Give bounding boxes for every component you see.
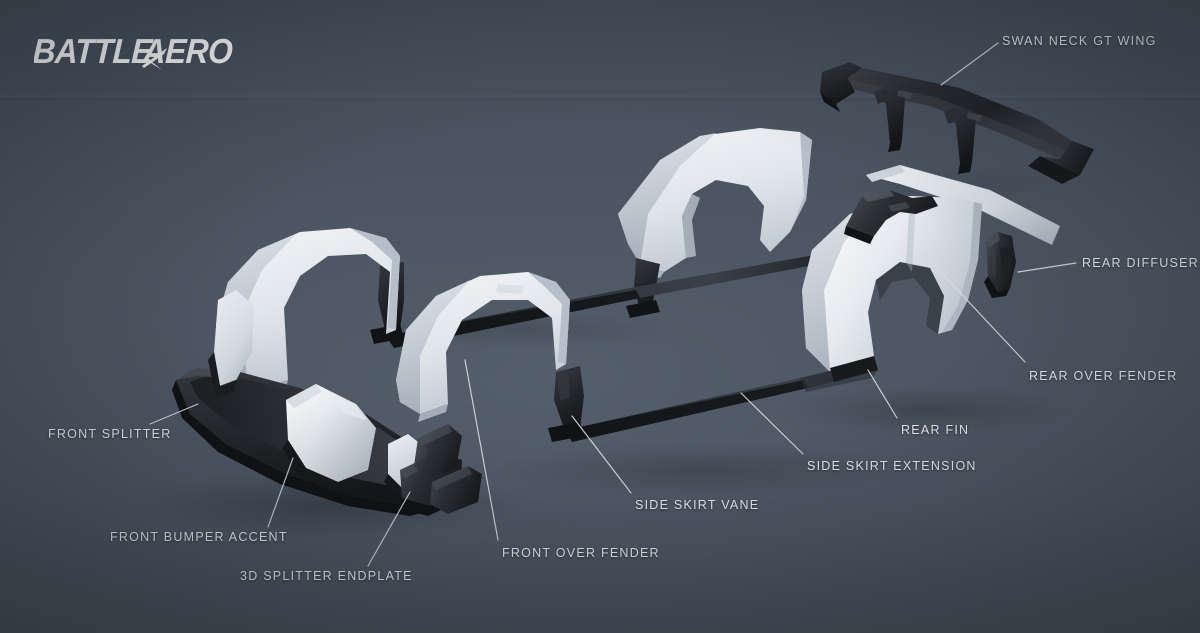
leader-line-front-bumper-accent	[267, 457, 294, 528]
leader-line-3d-splitter-endplate	[367, 491, 411, 567]
part-front-over-fender-upper[interactable]	[618, 128, 812, 278]
part-rear-diffuser[interactable]	[984, 232, 1016, 298]
callout-leader-lines	[149, 42, 1077, 567]
callout-label-swan-neck-gt-wing[interactable]: SWAN NECK GT WING	[1002, 34, 1157, 48]
leader-line-front-over-fender	[464, 359, 499, 541]
part-swan-neck-gt-wing[interactable]	[820, 62, 1094, 245]
leader-line-swan-neck-gt-wing	[940, 42, 999, 86]
leader-line-side-skirt-extension	[740, 392, 804, 455]
callout-label-front-bumper-accent[interactable]: FRONT BUMPER ACCENT	[110, 530, 288, 544]
callout-label-rear-diffuser[interactable]: REAR DIFFUSER	[1082, 256, 1199, 270]
part-side-skirt-vane-lower[interactable]	[548, 366, 584, 442]
leader-line-rear-over-fender	[921, 251, 1026, 363]
callout-label-side-skirt-extension[interactable]: SIDE SKIRT EXTENSION	[807, 459, 977, 473]
brand-word-one: BATTLE	[34, 33, 154, 70]
callout-label-rear-fin[interactable]: REAR FIN	[901, 423, 970, 437]
brand-word-two: AERO	[141, 33, 234, 70]
callout-label-3d-splitter-endplate[interactable]: 3D SPLITTER ENDPLATE	[240, 569, 413, 583]
brand-swoosh-icon	[142, 48, 167, 68]
leader-line-front-splitter	[149, 403, 199, 425]
callout-label-front-splitter[interactable]: FRONT SPLITTER	[48, 427, 172, 441]
part-side-skirt-extension-lower[interactable]	[566, 356, 878, 442]
leader-line-rear-diffuser	[1017, 262, 1077, 273]
callout-label-rear-over-fender[interactable]: REAR OVER FENDER	[1029, 369, 1178, 383]
part-rear-fin[interactable]	[844, 190, 938, 244]
callout-label-side-skirt-vane[interactable]: SIDE SKIRT VANE	[635, 498, 760, 512]
part-front-splitter-right-endplate[interactable]	[414, 424, 462, 480]
part-front-over-fender[interactable]	[396, 272, 570, 422]
brand-logo[interactable]: BATTLE AERO	[34, 26, 244, 70]
leader-line-side-skirt-vane	[571, 415, 632, 494]
leader-line-rear-fin	[867, 369, 898, 419]
callout-label-front-over-fender[interactable]: FRONT OVER FENDER	[502, 546, 660, 560]
